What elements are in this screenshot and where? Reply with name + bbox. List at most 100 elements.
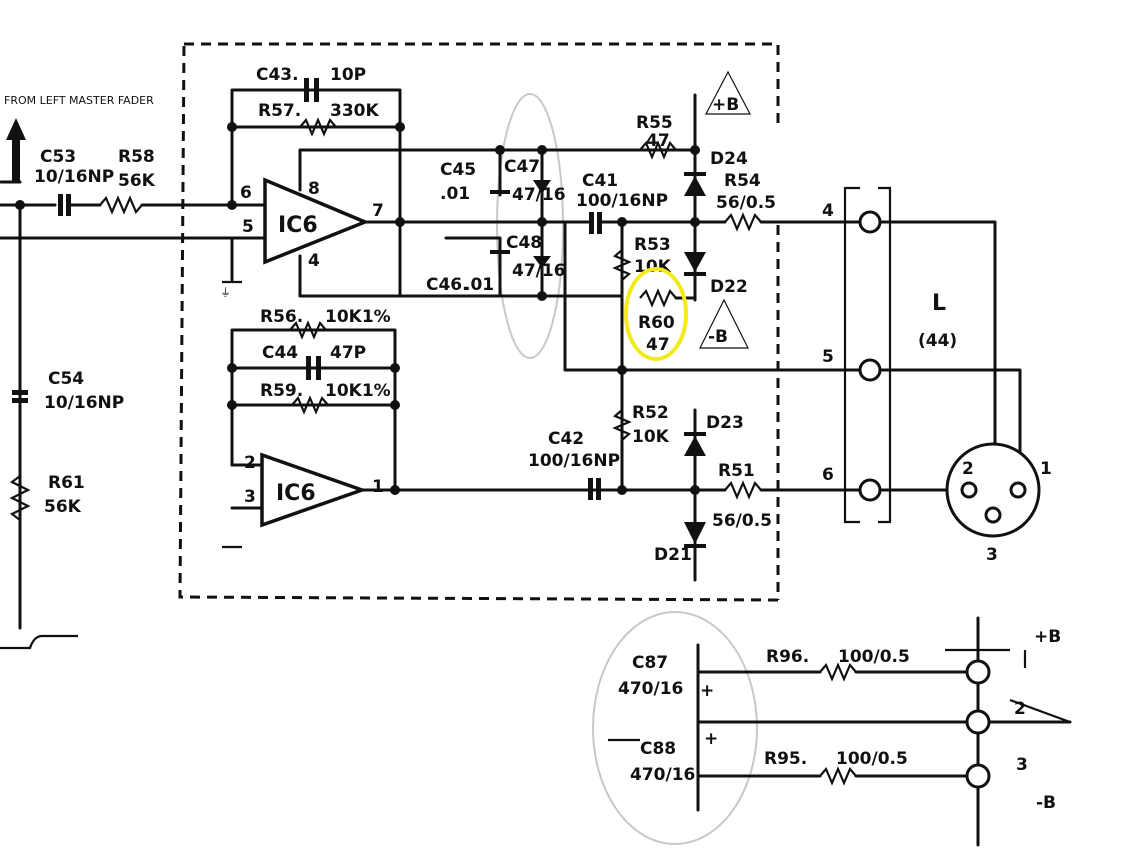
d22-ref: D22 — [710, 277, 748, 297]
d23-ref: D23 — [706, 413, 744, 433]
pin-8: 8 — [308, 179, 320, 199]
c46-ref: C46. — [426, 275, 469, 295]
c41-value: 100/16NP — [576, 191, 668, 211]
c45-value: .01 — [440, 184, 470, 204]
connector-code: (44) — [918, 331, 957, 351]
ground-icon: ⏚ — [220, 286, 231, 299]
r61-value: 56K — [44, 497, 82, 517]
r96-ref: R96. — [766, 647, 809, 667]
r51-value: 56/0.5 — [712, 511, 772, 531]
r54-value: 56/0.5 — [716, 193, 776, 213]
c43-value: 10P — [330, 65, 366, 85]
r56-value: 10K1% — [325, 307, 391, 327]
c43-ref: C43. — [256, 65, 299, 85]
d24-ref: D24 — [710, 149, 748, 169]
r52-value: 10K — [632, 427, 670, 447]
r59-ref: R59. — [260, 381, 303, 401]
power-pin-1[interactable] — [965, 659, 991, 685]
c88-ref: C88 — [640, 739, 676, 759]
c54-ref: C54 — [48, 369, 84, 389]
c48-value: 47/16 — [512, 261, 566, 281]
pin-7: 7 — [372, 201, 384, 221]
conn-pin-5: 5 — [822, 347, 834, 367]
r52-ref: R52 — [632, 403, 669, 423]
c46-value: .01 — [464, 275, 494, 295]
highlight-decoupling — [496, 93, 564, 359]
pin-1: 1 — [372, 477, 384, 497]
jack-pin-5[interactable] — [858, 358, 882, 382]
ic6-upper-label: IC6 — [278, 213, 318, 238]
module-boundary-rest — [178, 43, 779, 602]
c87-ref: C87 — [632, 653, 668, 673]
c88-plus: + — [704, 729, 718, 749]
c44-ref: C44 — [262, 343, 298, 363]
power-pin-2[interactable] — [965, 709, 991, 735]
r58-value: 56K — [118, 171, 156, 191]
r95-ref: R95. — [764, 749, 807, 769]
pin-6: 6 — [240, 183, 252, 203]
source-note: FROM LEFT MASTER FADER — [4, 94, 154, 107]
power-pin-3-label: 3 — [1016, 755, 1028, 775]
connector-bracket — [843, 186, 860, 524]
jack-pin-4[interactable] — [858, 210, 882, 234]
r95-value: 100/0.5 — [836, 749, 908, 769]
conn-pin-4: 4 — [822, 201, 834, 221]
c44-value: 47P — [330, 343, 366, 363]
jack-pin-6[interactable] — [858, 478, 882, 502]
r56-ref: R56. — [260, 307, 303, 327]
highlight-r60 — [624, 267, 688, 361]
module-boundary — [184, 42, 780, 125]
r55-value: 47 — [646, 131, 670, 151]
pin-3: 3 — [244, 487, 256, 507]
pos-rail-symbol — [705, 70, 751, 115]
r96-value: 100/0.5 — [838, 647, 910, 667]
power-pin-3[interactable] — [965, 763, 991, 789]
xlr-pin-1: 1 — [1040, 459, 1052, 479]
power-neg-label: -B — [1036, 793, 1056, 813]
c47-value: 47/16 — [512, 185, 566, 205]
c87-value: 470/16 — [618, 679, 683, 699]
c54-value: 10/16NP — [44, 393, 124, 413]
connector-name: L — [932, 291, 946, 316]
r58-ref: R58 — [118, 147, 155, 167]
ic6-lower-label: IC6 — [276, 481, 316, 506]
c48-ref: C48 — [506, 233, 542, 253]
d21-ref: D21 — [654, 545, 692, 565]
power-pos-label: +B — [1034, 627, 1061, 647]
r51-ref: R51 — [718, 461, 755, 481]
c53-value: 10/16NP — [34, 167, 114, 187]
c47-ref: C47 — [504, 157, 540, 177]
neg-rail-symbol — [699, 298, 749, 349]
r54-ref: R54 — [724, 171, 761, 191]
c53-ref: C53 — [40, 147, 76, 167]
ic6-upper-opamp — [263, 177, 370, 265]
c42-value: 100/16NP — [528, 451, 620, 471]
c87-plus: + — [700, 681, 714, 701]
r57-ref: R57. — [258, 101, 301, 121]
xlr-pin-3: 3 — [986, 545, 998, 565]
r53-ref: R53 — [634, 235, 671, 255]
r59-value: 10K1% — [325, 381, 391, 401]
c45-ref: C45 — [440, 160, 476, 180]
c41-ref: C41 — [582, 171, 618, 191]
pin-2: 2 — [244, 453, 256, 473]
neg-rail-label: -B — [708, 327, 728, 347]
c88-value: 470/16 — [630, 765, 695, 785]
r57-value: 330K — [330, 101, 379, 121]
highlight-power-caps — [592, 611, 758, 845]
xlr-connector — [945, 442, 1041, 538]
conn-pin-6: 6 — [822, 465, 834, 485]
r60-value: 47 — [646, 335, 670, 355]
ic6-lower-opamp — [260, 452, 368, 528]
xlr-pin-2: 2 — [962, 459, 974, 479]
pin-5: 5 — [242, 217, 254, 237]
r61-ref: R61 — [48, 473, 85, 493]
r55-ref: R55 — [636, 113, 673, 133]
pin-4: 4 — [308, 251, 320, 271]
power-pin-2-label: 2 — [1014, 699, 1026, 719]
pos-rail-label: +B — [712, 95, 739, 115]
r60-ref: R60 — [638, 313, 675, 333]
input-arrow-icon — [6, 118, 26, 182]
c42-ref: C42 — [548, 429, 584, 449]
